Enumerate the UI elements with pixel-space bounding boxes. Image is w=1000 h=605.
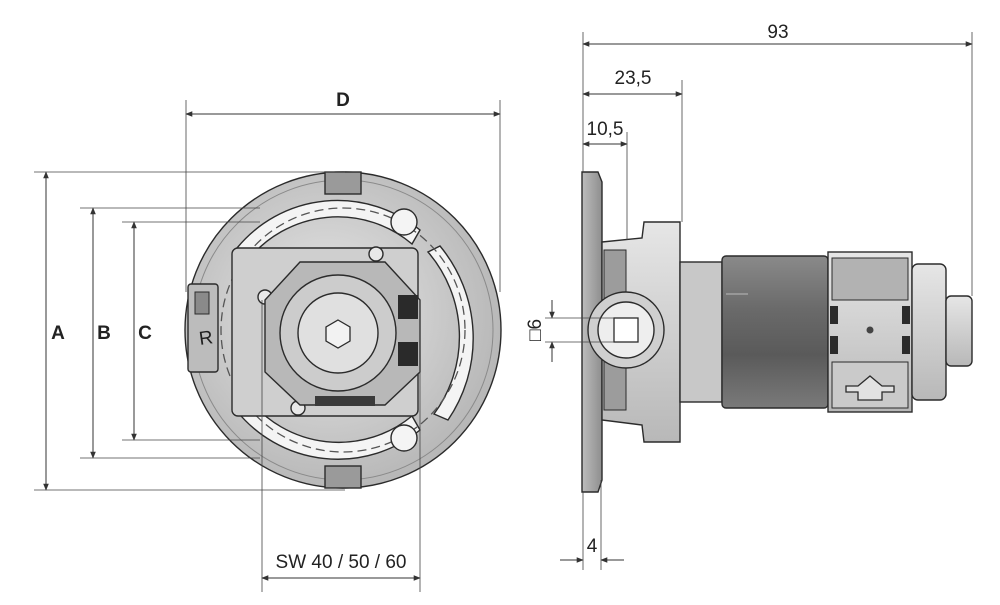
dim-10-5-label: 10,5 — [587, 119, 624, 140]
front-view: R — [184, 171, 502, 489]
front-dimensions: D A B C SW 40 / 50 / 60 — [34, 90, 501, 592]
square-drive-hole — [613, 317, 639, 343]
dim-c-label: C — [138, 323, 152, 344]
top-notch — [324, 171, 362, 195]
mounting-hole-bottom — [390, 424, 418, 452]
curved-slot-bottom — [235, 396, 421, 460]
screw-2 — [368, 246, 384, 262]
dim-93-label: 93 — [767, 22, 788, 43]
rotation-marking: R — [198, 327, 215, 350]
dim-4-label: 4 — [587, 536, 598, 557]
mounting-hole-top — [390, 208, 418, 236]
side-view — [581, 171, 973, 493]
main-cylinder — [721, 255, 829, 409]
bottom-notch — [324, 465, 362, 489]
dim-23-5-label: 23,5 — [615, 68, 652, 89]
curved-slot-right — [426, 245, 474, 421]
dim-sw-label: SW 40 / 50 / 60 — [276, 552, 407, 573]
curved-slot-top — [236, 199, 421, 262]
end-cap — [911, 263, 947, 401]
dim-a-label: A — [51, 323, 65, 344]
dim-d-label: D — [336, 90, 350, 111]
dim-b-label: B — [97, 323, 111, 344]
dashed-track — [220, 207, 466, 453]
hex-socket — [325, 319, 351, 349]
end-stub — [945, 295, 973, 367]
dim-square6-label: □6 — [525, 319, 546, 341]
direction-arrow-icon — [845, 375, 895, 401]
neck — [679, 261, 723, 403]
side-dimensions: 93 23,5 10,5 4 □6 — [525, 22, 973, 570]
